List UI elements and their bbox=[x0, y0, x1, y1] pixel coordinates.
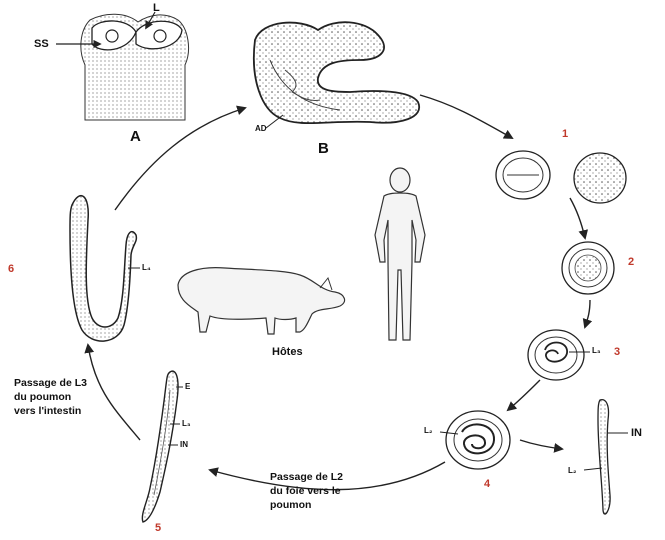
label-E: E bbox=[185, 382, 190, 391]
label-AD: AD bbox=[255, 124, 267, 133]
pig-host-illustration bbox=[178, 268, 345, 334]
note-L3-line3: vers l'intestin bbox=[14, 404, 87, 418]
label-L3-egg: L₃ bbox=[592, 346, 601, 355]
arrow-1-to-2 bbox=[570, 198, 585, 238]
stage-number-3: 3 bbox=[614, 346, 620, 358]
note-L2-line3: poumon bbox=[270, 498, 343, 512]
label-L2-egg: L₂ bbox=[424, 426, 432, 435]
stage-2-egg bbox=[562, 242, 614, 294]
arrow-4-to-5right bbox=[520, 440, 562, 449]
label-L3-larva: L₃ bbox=[182, 419, 191, 428]
note-L3-passage: Passage de L3 du poumon vers l'intestin bbox=[14, 376, 87, 418]
stage-4-egg-larva bbox=[440, 411, 510, 469]
stage-number-1: 1 bbox=[562, 128, 568, 140]
arrow-3-to-4 bbox=[508, 380, 540, 410]
human-host-illustration bbox=[375, 168, 425, 340]
note-L2-passage: Passage de L2 du foie vers le poumon bbox=[270, 470, 343, 512]
note-L2-line2: du foie vers le bbox=[270, 484, 343, 498]
label-IN-right: IN bbox=[631, 427, 642, 439]
label-L2-larva: L₂ bbox=[568, 466, 576, 475]
stage-number-4: 4 bbox=[484, 478, 490, 490]
arrow-2-to-3 bbox=[585, 300, 590, 327]
stage-3-egg-larva bbox=[528, 330, 590, 380]
note-L3-line2: du poumon bbox=[14, 390, 87, 404]
label-hosts: Hôtes bbox=[272, 346, 303, 358]
stage-5-larva-right bbox=[584, 400, 628, 514]
figure-A-worm-head bbox=[56, 12, 189, 120]
stage-number-5: 5 bbox=[155, 522, 161, 534]
arrow-5-to-6 bbox=[88, 345, 140, 440]
note-L2-line1: Passage de L2 bbox=[270, 470, 343, 484]
label-L4-larva: L₄ bbox=[142, 263, 151, 272]
stage-number-2: 2 bbox=[628, 256, 634, 268]
note-L3-line1: Passage de L3 bbox=[14, 376, 87, 390]
stage-5-larva-left bbox=[142, 371, 183, 522]
stage-number-6: 6 bbox=[8, 263, 14, 275]
label-SS: SS bbox=[34, 38, 49, 50]
arrow-B-to-1 bbox=[420, 95, 512, 138]
label-B: B bbox=[318, 140, 329, 157]
stage-1-eggs bbox=[496, 151, 626, 203]
label-A: A bbox=[130, 128, 141, 145]
label-L: L bbox=[153, 2, 160, 14]
label-IN-left: IN bbox=[180, 440, 188, 449]
figure-B-folded-worm bbox=[254, 22, 419, 128]
arrow-6-to-A bbox=[115, 108, 245, 210]
stage-6-larva-L4 bbox=[70, 196, 140, 341]
